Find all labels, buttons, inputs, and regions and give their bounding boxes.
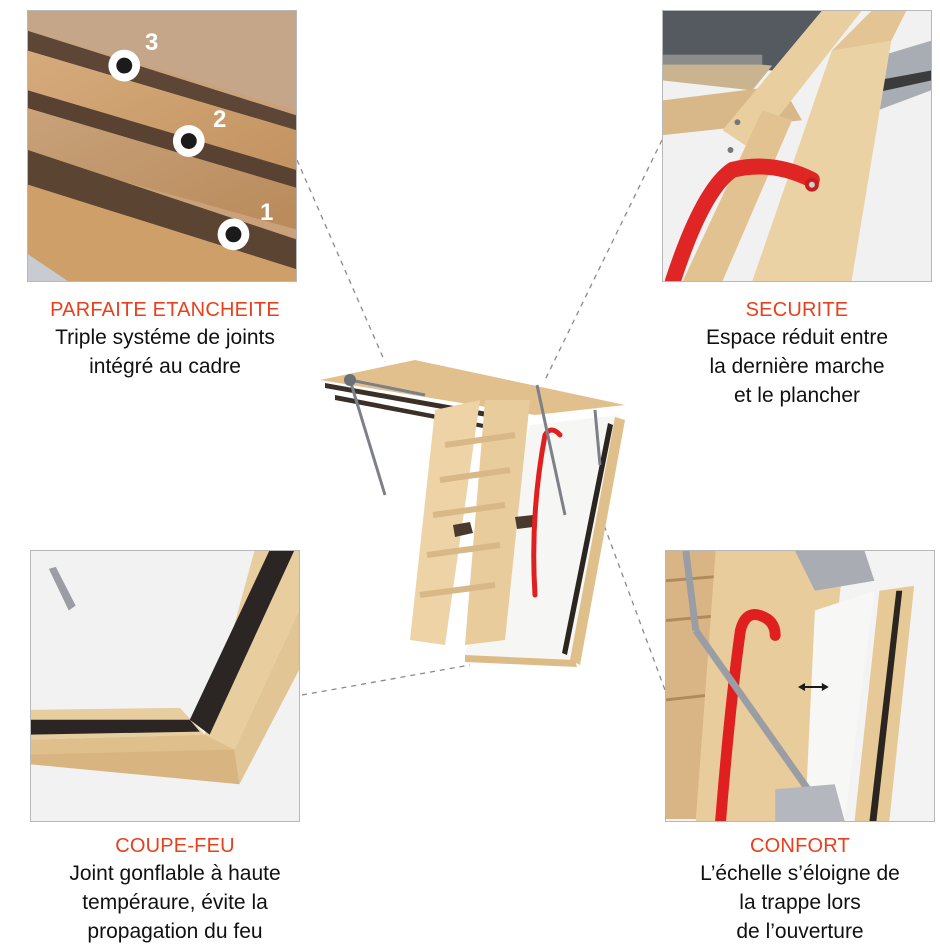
- ladder-clearance-illustration: [666, 551, 934, 821]
- feature-description-line: Espace réduit entre: [705, 326, 889, 349]
- panel-security-photo: [662, 10, 932, 282]
- marker-label-3: 3: [145, 29, 159, 56]
- caption-etancheite: PARFAITE ETANCHEITE Triple systéme de jo…: [15, 297, 315, 381]
- seal-marker-3: [108, 49, 141, 82]
- ladder-handrail-illustration: [663, 11, 931, 281]
- attic-ladder-product-illustration: [315, 355, 645, 685]
- feature-description-line: propagation du feu: [87, 920, 263, 943]
- feature-description-line: L’échelle s’éloigne de: [700, 862, 900, 885]
- feature-description-line: Joint gonflable à haute: [69, 862, 281, 885]
- panel-fire-seal-photo: [30, 550, 300, 822]
- seal-marker-1: [217, 218, 250, 251]
- panel-comfort-photo: [665, 550, 935, 822]
- panel-triple-seal-photo: 3 2 1: [27, 10, 297, 282]
- caption-confort: CONFORT L’échelle s’éloigne de la trappe…: [650, 833, 940, 946]
- caption-securite: SECURITE Espace réduit entre la dernière…: [647, 297, 940, 410]
- feature-title: SECURITE: [745, 299, 849, 321]
- marker-label-1: 1: [260, 199, 274, 226]
- feature-title: PARFAITE ETANCHEITE: [50, 299, 280, 321]
- feature-description-line: et le plancher: [733, 384, 861, 407]
- feature-description-line: la trappe lors: [739, 891, 861, 914]
- feature-description-line: intégré au cadre: [89, 355, 241, 378]
- seal-marker-2: [172, 125, 205, 157]
- feature-title: CONFORT: [750, 835, 850, 857]
- feature-description-line: tempéraure, évite la: [82, 891, 268, 914]
- feature-description-line: Triple systéme de joints: [55, 326, 275, 349]
- feature-description-line: la dernière marche: [709, 355, 885, 378]
- feature-description-line: de l’ouverture: [736, 920, 864, 943]
- triple-seal-illustration: [28, 11, 296, 281]
- feature-title: COUPE-FEU: [115, 835, 235, 857]
- caption-coupe-feu: COUPE-FEU Joint gonflable à haute tempér…: [25, 833, 325, 946]
- marker-label-2: 2: [213, 106, 227, 133]
- double-arrow-icon: [798, 683, 829, 691]
- fire-seal-frame-illustration: [31, 551, 299, 821]
